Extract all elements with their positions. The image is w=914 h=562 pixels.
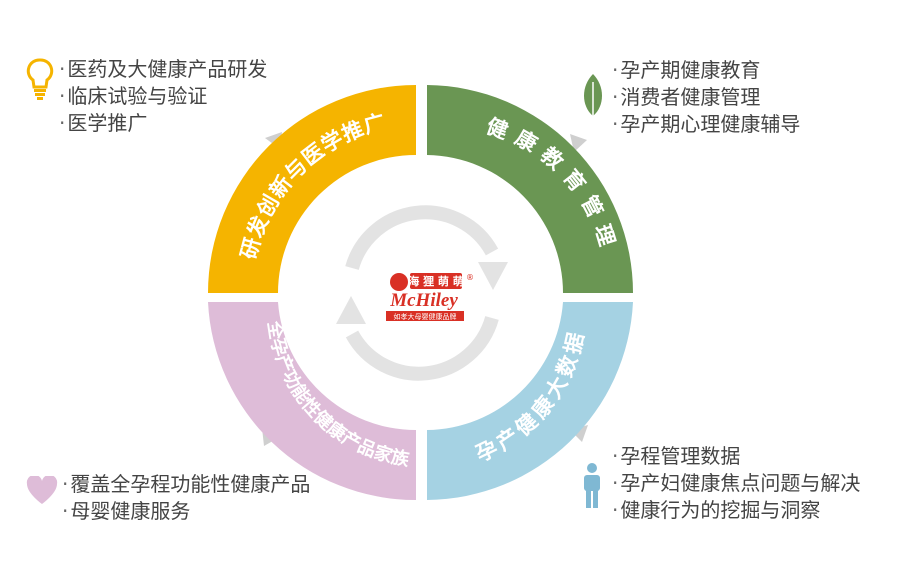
connector-arrow-tr (570, 134, 587, 152)
quadrant-bl-list: 覆盖全孕程功能性健康产品 母婴健康服务 (62, 471, 310, 525)
quadrant-tr-list: 孕产期健康教育 消费者健康管理 孕产期心理健康辅导 (612, 57, 800, 138)
cycle-arrow-upper (345, 205, 499, 271)
list-item: 临床试验与验证 (59, 83, 267, 110)
logo-tagline-bar (386, 311, 464, 321)
cycle-arrow-lower (345, 315, 499, 381)
heart-icon (26, 476, 58, 504)
list-item: 医学推广 (59, 110, 267, 137)
quadrant-bl-segment (208, 302, 416, 501)
lightbulb-icon (26, 58, 54, 100)
cycle-arrowhead-left (336, 296, 366, 324)
brand-logo: 海 狸 萌 萌 ® McHiley 如孝大母婴健康品牌 (386, 273, 474, 321)
quadrant-tl-list: 医药及大健康产品研发 临床试验与验证 医学推广 (59, 56, 267, 137)
logo-brand-cn: 海 狸 萌 萌 (408, 274, 464, 288)
cycle-arrows (345, 205, 499, 381)
cycle-arrowhead-right (478, 262, 508, 290)
logo-cn-badge (410, 273, 462, 289)
logo-registered: ® (466, 273, 474, 282)
list-item: 孕产期健康教育 (612, 57, 800, 84)
logo-tagline: 如孝大母婴健康品牌 (394, 312, 457, 321)
list-item: 健康行为的挖掘与洞察 (612, 497, 860, 524)
quadrant-br-segment (427, 302, 633, 500)
logo-mascot (390, 273, 408, 291)
list-item: 覆盖全孕程功能性健康产品 (62, 471, 310, 498)
quadrant-tr-segment (427, 85, 633, 293)
person-icon (584, 463, 600, 508)
list-item: 孕程管理数据 (612, 443, 860, 470)
quadrant-br-list: 孕程管理数据 孕产妇健康焦点问题与解决 健康行为的挖掘与洞察 (612, 443, 860, 524)
list-item: 医药及大健康产品研发 (59, 56, 267, 83)
leaf-icon (584, 74, 602, 119)
list-item: 消费者健康管理 (612, 84, 800, 111)
list-item: 孕产妇健康焦点问题与解决 (612, 470, 860, 497)
list-item: 母婴健康服务 (62, 498, 310, 525)
list-item: 孕产期心理健康辅导 (612, 111, 800, 138)
quadrant-tl-segment (208, 85, 416, 293)
logo-brand-en: McHiley (389, 290, 458, 311)
